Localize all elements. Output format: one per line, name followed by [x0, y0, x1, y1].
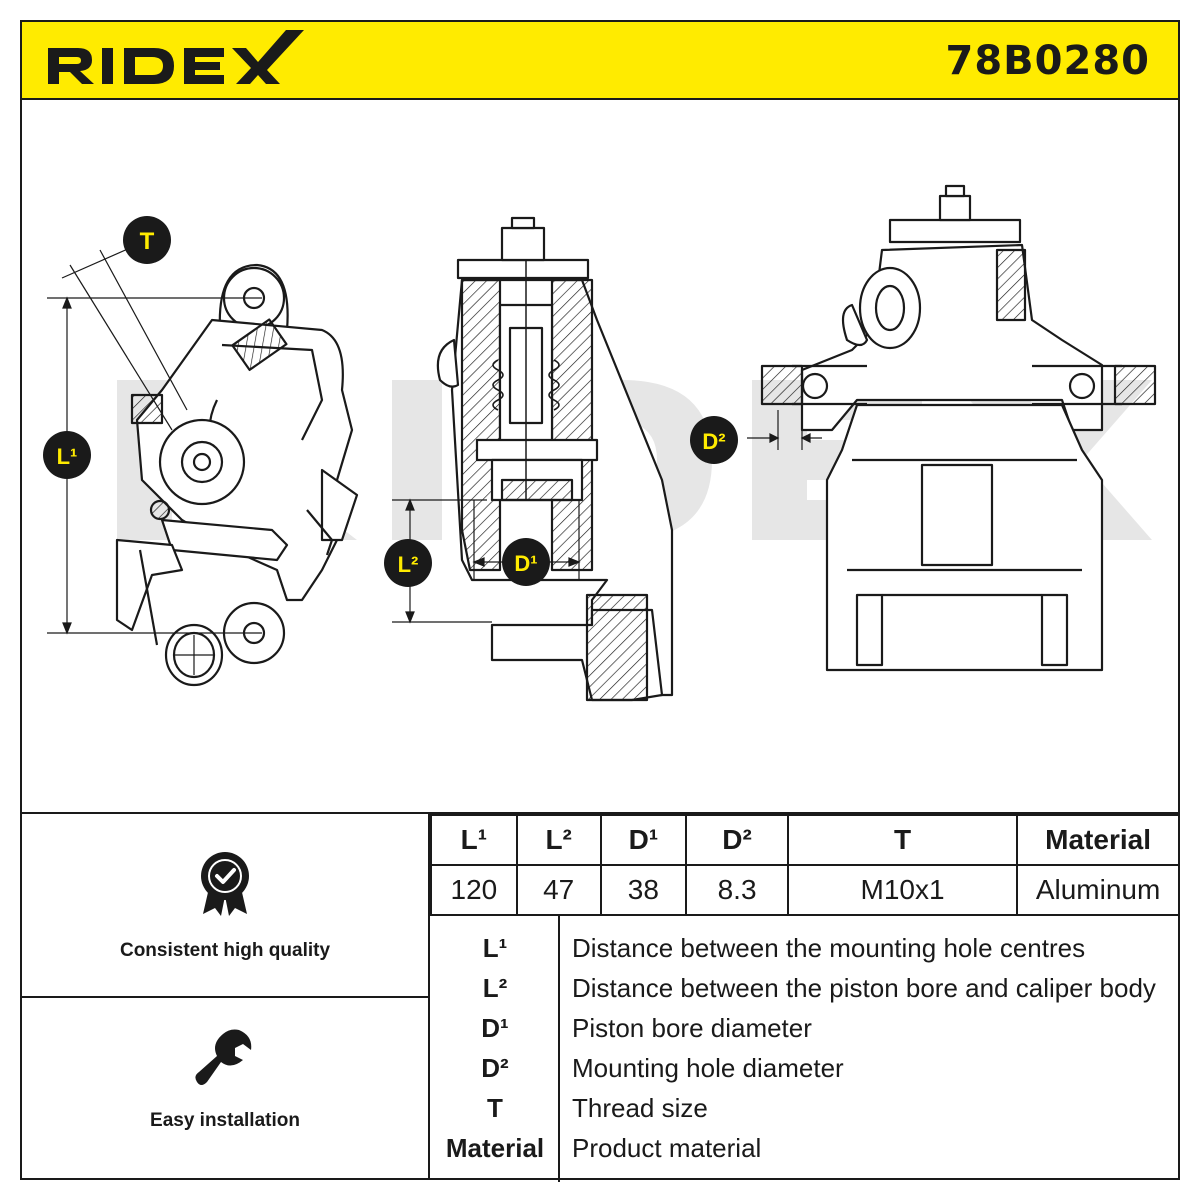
svg-text:D²: D² — [702, 429, 725, 454]
spec-value-l1: 120 — [430, 864, 518, 916]
spec-header-t: T — [786, 814, 1019, 866]
legend-keys: L¹ L² D¹ D² T Material — [430, 916, 560, 1182]
legend-key: Material — [445, 1133, 545, 1163]
feature-quality: Consistent high quality — [20, 814, 430, 998]
legend-description: Distance between the mounting hole centr… — [572, 933, 1086, 963]
spec-header-l2: L² — [515, 814, 602, 866]
svg-text:L¹: L¹ — [57, 444, 78, 469]
spec-header-d1: D¹ — [599, 814, 688, 866]
caliper-side-view — [115, 263, 359, 687]
callout-d1: D¹ — [502, 538, 550, 586]
info-panel: Consistent high quality Easy installatio… — [20, 812, 1180, 1182]
legend-key: T — [487, 1093, 503, 1123]
ridex-logo — [48, 30, 304, 84]
svg-text:T: T — [140, 228, 155, 255]
quality-badge-icon — [201, 852, 249, 916]
svg-text:L²: L² — [398, 552, 419, 577]
spec-table: L¹ L² D¹ D² T Material 120 47 38 8.3 M10… — [430, 814, 1180, 916]
spec-value-material: Aluminum — [1016, 864, 1180, 916]
legend-description: Piston bore diameter — [572, 1013, 812, 1043]
svg-text:D¹: D¹ — [514, 551, 537, 576]
dimension-d2 — [747, 410, 822, 450]
legend-key: L² — [482, 973, 508, 1003]
callout-l1: L¹ — [43, 431, 91, 479]
dimension-l2-d1 — [392, 498, 581, 624]
caliper-technical-drawing: T L¹ L² D¹ D² — [43, 184, 1157, 702]
spec-header-l1: L¹ — [430, 814, 518, 866]
legend-key: D¹ — [481, 1013, 509, 1043]
legend-description: Mounting hole diameter — [572, 1053, 844, 1083]
part-number: 78B0280 — [945, 38, 1150, 84]
dimension-t — [61, 247, 188, 431]
spec-value-d2: 8.3 — [685, 864, 789, 916]
callout-d2: D² — [690, 416, 738, 464]
caliper-front-view — [760, 184, 1157, 672]
spec-value-t: M10x1 — [786, 864, 1019, 916]
callout-t: T — [123, 216, 171, 264]
spec-header-d2: D² — [685, 814, 789, 866]
legend: L¹ L² D¹ D² T Material Distance between … — [430, 914, 1180, 1182]
spec-header-row: L¹ L² D¹ D² T Material — [430, 814, 1180, 866]
feature-installation: Easy installation — [20, 998, 430, 1180]
feature-label: Easy installation — [150, 1110, 300, 1131]
feature-label: Consistent high quality — [119, 940, 331, 961]
callout-l2: L² — [384, 539, 432, 587]
legend-description: Distance between the piston bore and cal… — [572, 973, 1156, 1003]
caliper-section-view — [436, 216, 674, 702]
wrench-icon — [195, 1029, 252, 1085]
features-column: Consistent high quality Easy installatio… — [20, 814, 430, 1180]
header-bar: 78B0280 — [20, 20, 1180, 100]
legend-key: D² — [481, 1053, 509, 1083]
legend-key: L¹ — [482, 933, 508, 963]
spec-header-material: Material — [1016, 814, 1180, 866]
spec-value-d1: 38 — [599, 864, 688, 916]
spec-value-row: 120 47 38 8.3 M10x1 Aluminum — [430, 864, 1180, 916]
legend-description: Thread size — [572, 1093, 708, 1123]
legend-description: Product material — [572, 1133, 762, 1163]
spec-value-l2: 47 — [515, 864, 602, 916]
